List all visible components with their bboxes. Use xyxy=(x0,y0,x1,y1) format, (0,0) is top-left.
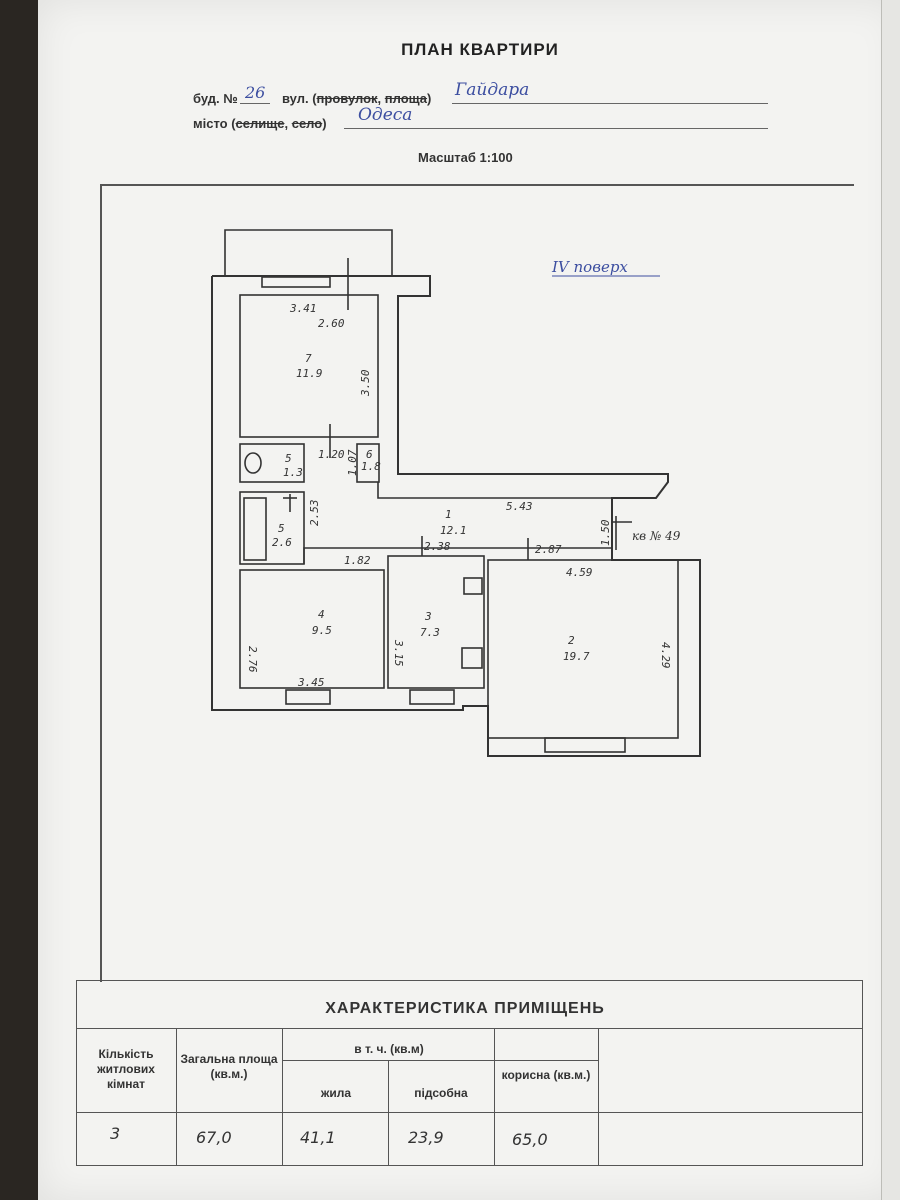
bathtub-fixture xyxy=(243,497,267,561)
room-3-number: 3 xyxy=(424,610,432,623)
room-5-number: 5 xyxy=(285,452,292,465)
dim-3-50: 3.50 xyxy=(359,369,372,397)
dim-3-45: 3.45 xyxy=(297,676,325,689)
dim-4-59: 4.59 xyxy=(566,566,593,579)
room-1-number: 1 xyxy=(445,508,452,521)
col-divider-4 xyxy=(494,1028,495,1166)
document-title: ПЛАН КВАРТИРИ xyxy=(401,40,559,59)
room-2-area: 19.7 xyxy=(563,650,590,663)
cell-rooms: 3 xyxy=(110,1124,121,1143)
room-6-number: 6 xyxy=(366,448,373,461)
dim-3-15: 3.15 xyxy=(392,639,405,667)
balcony-door xyxy=(261,276,331,288)
room-5-area: 1.3 xyxy=(283,466,303,479)
col-divider-1 xyxy=(176,1028,177,1166)
dim-1-50: 1.50 xyxy=(599,519,612,546)
window-room-2 xyxy=(544,737,626,753)
street-label: вул. (провулок, площа) xyxy=(282,91,432,106)
table-bottom-border xyxy=(76,1165,862,1166)
city-label: місто (селище, село) xyxy=(193,116,327,131)
scale-label: Масштаб 1:100 xyxy=(418,150,513,165)
corridor-wall-bottom xyxy=(303,547,612,564)
header-total-area: Загальна площа (кв.м.) xyxy=(180,1052,278,1081)
table-group-border xyxy=(282,1060,598,1061)
balcony-outline xyxy=(224,229,393,276)
table-left-border xyxy=(76,980,77,1166)
table-right-border xyxy=(862,980,863,1166)
table-row-border xyxy=(76,1112,862,1113)
toilet-fixture xyxy=(244,452,262,474)
room-4-number: 4 xyxy=(318,608,325,621)
col-divider-3 xyxy=(388,1060,389,1166)
window-room-3 xyxy=(409,689,455,705)
dim-2-87: 2.87 xyxy=(535,543,562,556)
building-label: буд. № xyxy=(193,91,238,106)
corridor-wall-top xyxy=(377,482,612,499)
sink-fixture xyxy=(463,577,483,595)
city-underline xyxy=(344,128,768,129)
dim-2-60: 2.60 xyxy=(318,317,345,330)
room-6-outline xyxy=(356,443,380,483)
room-4-area: 9.5 xyxy=(312,624,332,637)
cell-useful: 65,0 xyxy=(512,1130,548,1149)
room-3-area: 7.3 xyxy=(420,626,440,639)
room-6-area: 1.8 xyxy=(361,460,381,473)
dim-5-43: 5.43 xyxy=(506,500,533,513)
dim-3-41: 3.41 xyxy=(289,302,317,315)
header-living: жила xyxy=(320,1086,352,1100)
city-name: Одеса xyxy=(358,105,413,125)
header-useful: корисна (кв.м.) xyxy=(501,1068,591,1082)
room-7-number: 7 xyxy=(305,352,312,365)
room-1-area: 12.1 xyxy=(440,524,467,537)
room-2-outline xyxy=(487,559,679,739)
table-header-border xyxy=(76,1028,862,1029)
stove-fixture xyxy=(461,647,483,669)
window-room-4 xyxy=(285,689,331,705)
header-rooms: Кількість житлових кімнат xyxy=(97,1047,155,1091)
building-underline xyxy=(240,103,270,104)
header-group: в т. ч. (кв.м) xyxy=(354,1042,424,1056)
room-7-area: 11.9 xyxy=(296,367,323,380)
floor-plan: 7 11.9 5 1.3 6 1.8 5 2.6 1 12.1 4 9.5 3 … xyxy=(211,229,701,757)
dim-2-53: 2.53 xyxy=(308,500,321,527)
dim-1-20: 1.20 xyxy=(318,448,345,461)
cell-total: 67,0 xyxy=(196,1128,232,1147)
cell-aux: 23,9 xyxy=(408,1128,444,1147)
floor-note: IV поверх xyxy=(551,258,628,276)
col-divider-5 xyxy=(598,1028,599,1166)
street-underline xyxy=(452,103,768,104)
building-number: 26 xyxy=(245,83,266,102)
document-sheet xyxy=(38,0,900,1200)
street-name: Гайдара xyxy=(455,80,530,100)
room-3-outline xyxy=(387,555,485,689)
dim-4-29: 4.29 xyxy=(659,642,672,669)
room-5-bath-outline xyxy=(239,491,305,565)
outer-wall xyxy=(211,275,701,757)
dim-1-82: 1.82 xyxy=(344,554,371,567)
dim-2-76: 2.76 xyxy=(246,646,259,673)
next-page-edge xyxy=(881,0,900,1200)
room-5b-area: 2.6 xyxy=(272,536,292,549)
cell-living: 41,1 xyxy=(300,1128,336,1147)
room-2-number: 2 xyxy=(568,634,575,647)
col-divider-2 xyxy=(282,1028,283,1166)
dim-1-07: 1.07 xyxy=(346,449,359,476)
room-7-outline xyxy=(239,294,379,438)
dim-2-38: 2.38 xyxy=(424,540,451,553)
plan-frame xyxy=(100,184,854,982)
room-5-wc-outline xyxy=(239,443,305,483)
room-4-outline xyxy=(239,569,385,689)
header-aux: підсобна xyxy=(414,1086,468,1100)
table-title: ХАРАКТЕРИСТИКА ПРИМІЩЕНЬ xyxy=(325,1000,605,1017)
table-top-border xyxy=(76,980,862,981)
room-5b-number: 5 xyxy=(278,522,285,535)
apartment-note: кв № 49 xyxy=(632,529,681,543)
